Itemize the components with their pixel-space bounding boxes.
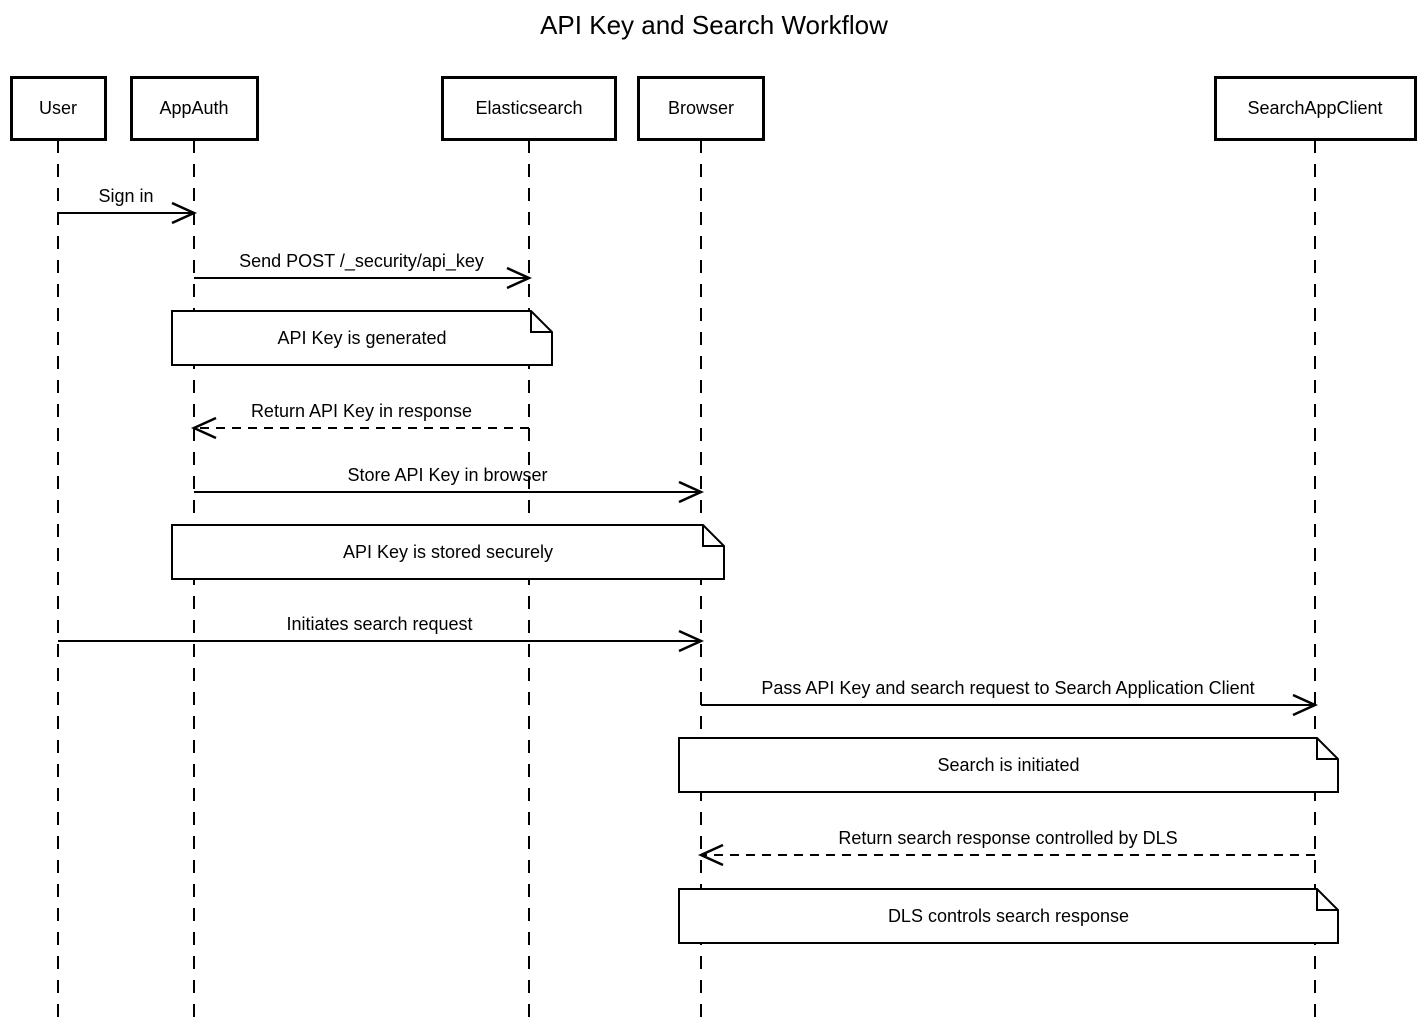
- arrowhead-icon: [697, 843, 724, 867]
- arrowhead-icon: [506, 266, 533, 290]
- arrowhead-icon: [678, 480, 705, 504]
- participant-browser: Browser: [637, 76, 765, 141]
- note-fold-icon: [702, 525, 724, 547]
- participant-label: User: [38, 98, 77, 118]
- note-fold-icon: [530, 311, 552, 333]
- participant-label: SearchAppClient: [1247, 98, 1383, 118]
- note-fold-icon: [1316, 738, 1338, 760]
- arrowhead-icon: [1292, 693, 1319, 717]
- participant-elasticsearch: Elasticsearch: [441, 76, 617, 141]
- arrowhead-icon: [171, 201, 198, 225]
- note-shape: [678, 737, 1339, 793]
- arrowhead-icon: [190, 416, 217, 440]
- participant-label: Elasticsearch: [475, 98, 583, 118]
- note-shape: [171, 524, 725, 580]
- participant-label: Browser: [667, 98, 734, 118]
- participant-appauth: AppAuth: [129, 76, 259, 141]
- participant-searchappclient: SearchAppClient: [1213, 76, 1417, 141]
- participant-user: User: [9, 76, 107, 141]
- note-fold-icon: [1316, 889, 1338, 911]
- arrowhead-icon: [678, 629, 705, 653]
- diagram-title: API Key and Search Workflow: [540, 10, 888, 40]
- note-shape: [678, 888, 1339, 944]
- note-shape: [171, 310, 553, 366]
- participant-label: AppAuth: [159, 98, 229, 118]
